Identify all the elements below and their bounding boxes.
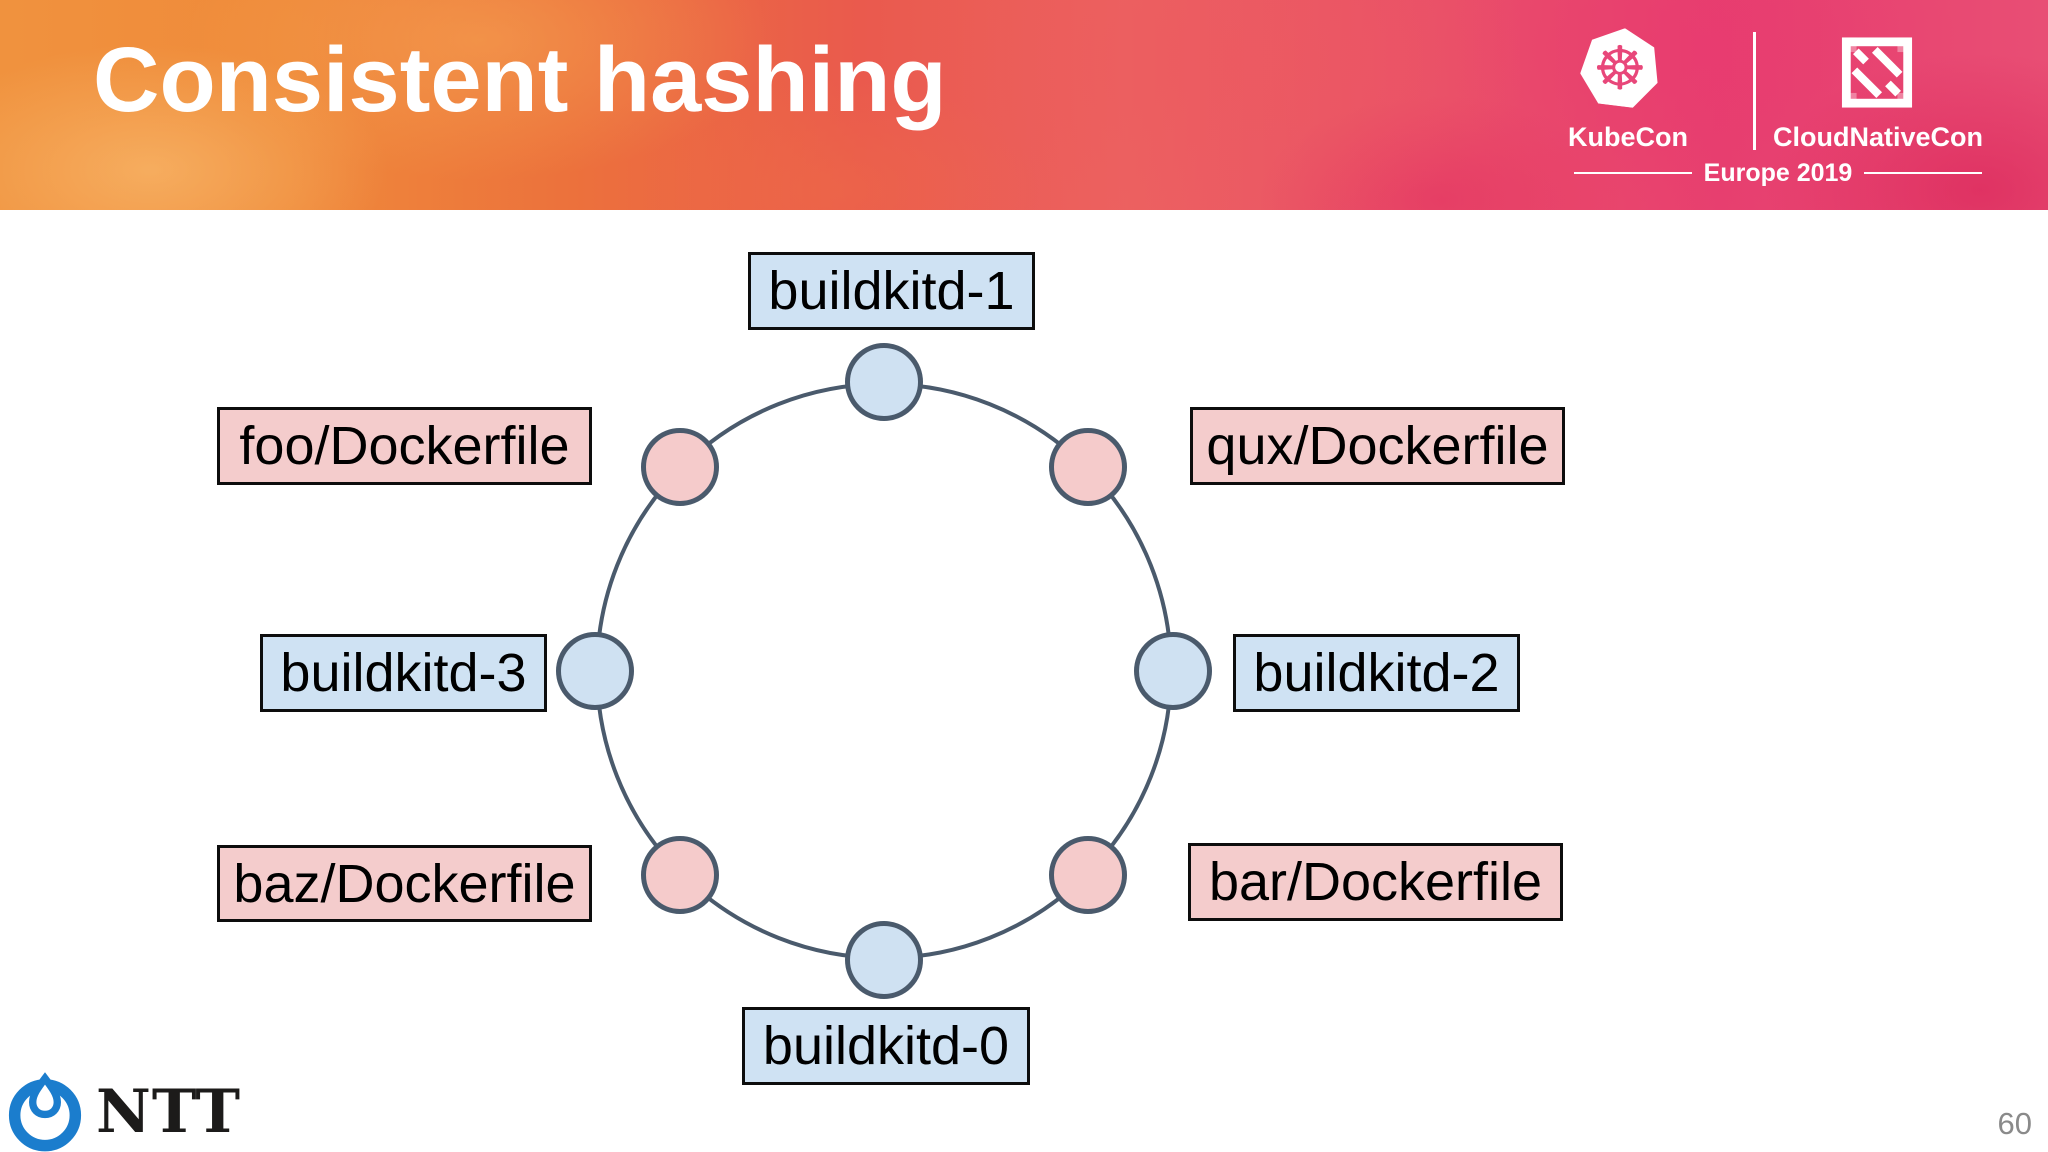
- ring-node-buildkitd-1: [845, 343, 923, 421]
- ntt-swirl-icon: [8, 1072, 82, 1152]
- label-buildkitd-0: buildkitd-0: [742, 1007, 1030, 1085]
- label-qux-dockerfile: qux/Dockerfile: [1190, 407, 1565, 485]
- label-buildkitd-3: buildkitd-3: [260, 634, 547, 712]
- label-foo-dockerfile: foo/Dockerfile: [217, 407, 592, 485]
- event-row: Europe 2019: [1568, 158, 1988, 187]
- ntt-logo: NTT: [4, 1068, 304, 1152]
- ring-node-buildkitd-2: [1134, 632, 1212, 710]
- ring-node-baz-dockerfile: [641, 836, 719, 914]
- page-number: 60: [1997, 1106, 2032, 1141]
- ring-node-foo-dockerfile: [641, 428, 719, 506]
- event-line-left: [1573, 172, 1692, 174]
- kubernetes-logo-icon: ☸: [1575, 23, 1664, 114]
- label-baz-dockerfile: baz/Dockerfile: [217, 845, 592, 922]
- event-label: Europe 2019: [1703, 158, 1853, 187]
- label-bar-dockerfile: bar/Dockerfile: [1188, 843, 1563, 921]
- logo-divider: [1753, 32, 1756, 150]
- ring-node-bar-dockerfile: [1049, 836, 1127, 914]
- page-title: Consistent hashing: [93, 29, 947, 131]
- ring-node-buildkitd-3: [556, 632, 634, 710]
- cloudnativecon-logo-icon: [1841, 37, 1913, 108]
- event-line-right: [1864, 172, 1983, 174]
- label-buildkitd-2: buildkitd-2: [1233, 634, 1520, 712]
- label-buildkitd-1: buildkitd-1: [748, 252, 1035, 330]
- cloudnativecon-wordmark: CloudNativeCon: [1773, 122, 1984, 152]
- kubernetes-helm-icon: ☸: [1593, 34, 1647, 102]
- ring-node-qux-dockerfile: [1049, 428, 1127, 506]
- ring-node-buildkitd-0: [845, 921, 923, 999]
- header-banner: Consistent hashing ☸ KubeCon Clo: [0, 0, 2048, 210]
- ntt-wordmark: NTT: [96, 1077, 242, 1147]
- kubecon-wordmark: KubeCon: [1568, 122, 1688, 152]
- conference-logo-block: ☸ KubeCon CloudNativeCon Euro: [1568, 0, 1988, 210]
